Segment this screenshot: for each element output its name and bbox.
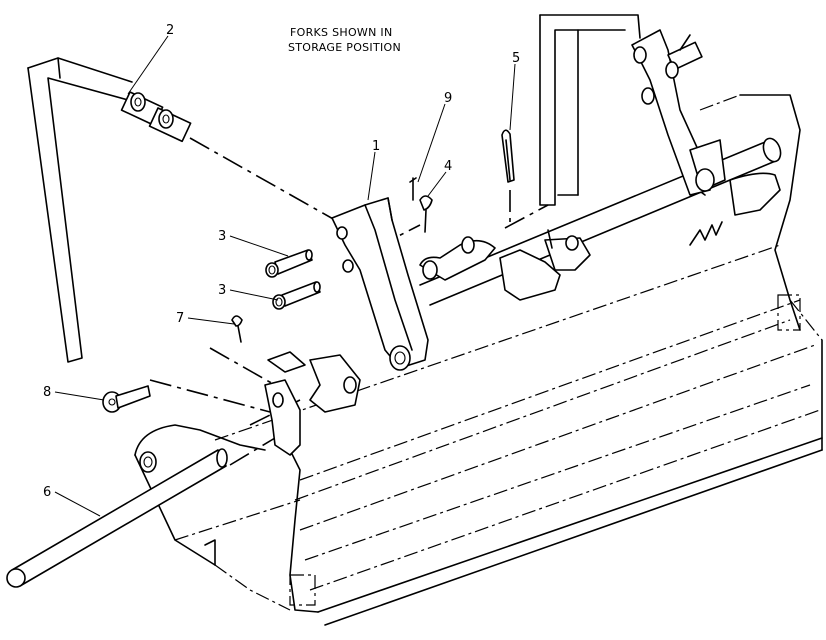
explode-lines <box>149 137 549 466</box>
long-rod <box>6 448 228 588</box>
spring-clip <box>409 177 417 201</box>
callout-5: 5 <box>512 51 520 66</box>
bolt <box>102 385 151 413</box>
pin-lower <box>272 281 321 310</box>
callout-7: 7 <box>176 311 184 326</box>
left-fork-frame <box>27 57 192 363</box>
callout-1: 1 <box>372 139 380 154</box>
callout-8: 8 <box>43 385 51 400</box>
cotter-pin <box>501 129 515 183</box>
callout-3-lower: 3 <box>218 283 226 298</box>
diagram-title: FORKS SHOWN IN STORAGE POSITION <box>288 26 401 54</box>
fork-mounting-bracket <box>331 197 429 371</box>
callout-numbers: 2 1 9 4 5 3 3 7 8 6 <box>43 23 520 500</box>
callout-6: 6 <box>43 485 51 500</box>
title-line-2: STORAGE POSITION <box>288 41 401 54</box>
linch-pin <box>419 195 433 233</box>
right-fork-frame <box>539 14 726 206</box>
callout-3-upper: 3 <box>218 229 226 244</box>
main-cross-tube <box>419 137 782 306</box>
pin-upper <box>265 249 313 278</box>
lower-hitch-plates <box>264 351 361 456</box>
small-lock-pin <box>231 315 243 343</box>
callout-2: 2 <box>166 23 174 38</box>
callout-4: 4 <box>444 159 452 174</box>
frame-roller-1 <box>120 91 164 127</box>
callout-9: 9 <box>444 91 452 106</box>
callout-leaders <box>54 35 516 517</box>
bucket-body <box>134 94 823 626</box>
hitch-plates <box>419 229 591 301</box>
title-line-1: FORKS SHOWN IN <box>290 26 393 39</box>
frame-roller-2 <box>148 107 192 143</box>
